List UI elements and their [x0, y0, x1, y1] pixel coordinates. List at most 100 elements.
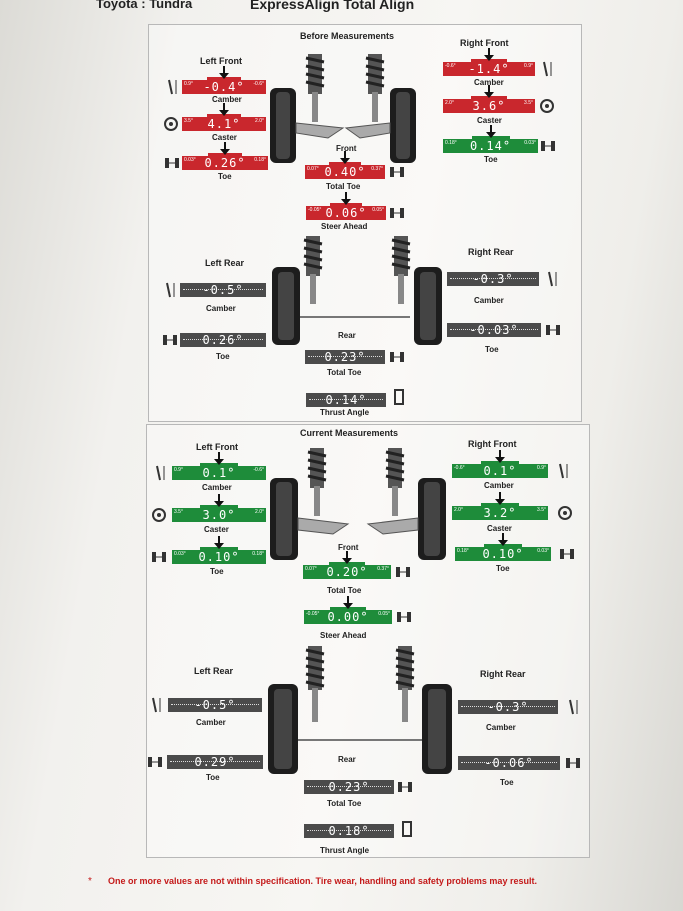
- before-steer-ahead-value: 0.06°: [325, 206, 367, 220]
- current-left-rear-label: Left Rear: [194, 666, 234, 676]
- caster-wheel-icon: [164, 117, 178, 131]
- current-left-front-label: Left Front: [196, 442, 238, 452]
- current-total-toe-gauge: 0.07°0.37° 0.20°: [303, 551, 391, 579]
- camber-wheel-icon: [548, 271, 557, 287]
- before-total-toe-value: 0.40°: [324, 165, 366, 179]
- arrow-down-icon: [214, 494, 224, 508]
- before-left-front-label: Left Front: [200, 56, 242, 66]
- before-rf-caster-value: 3.6°: [472, 99, 506, 113]
- arrow-down-icon: [340, 151, 350, 165]
- camber-wheel-icon: [543, 61, 552, 77]
- before-rf-toe-value: 0.14°: [469, 139, 512, 153]
- current-right-rear-label: Right Rear: [480, 669, 526, 679]
- current-lr-camber-gauge: -0.5°: [168, 698, 262, 712]
- current-thrust-angle-label: Thrust Angle: [320, 846, 370, 855]
- current-rr-camber-gauge: -0.3°: [458, 700, 558, 714]
- before-lf-camber-gauge: 0.9°-0.6° -0.4°: [182, 66, 266, 94]
- before-rf-toe-label: Toe: [484, 155, 498, 164]
- camber-wheel-icon: [168, 79, 177, 95]
- arrow-down-icon: [484, 85, 494, 99]
- caster-wheel-icon: [540, 99, 554, 113]
- before-steer-ahead-gauge: -0.05°0.05° 0.06°: [306, 192, 386, 220]
- current-rear-label: Rear: [338, 755, 356, 764]
- arrow-down-icon: [498, 533, 508, 547]
- current-front-label: Front: [338, 543, 359, 552]
- current-title: Current Measurements: [300, 428, 399, 438]
- current-rf-camber-label: Camber: [484, 481, 514, 490]
- current-front-suspension-illustration: [270, 448, 446, 560]
- current-rr-toe-value: -0.06°: [484, 756, 534, 770]
- before-lr-toe-gauge: 0.26°: [180, 333, 266, 347]
- toe-wheel-icon: [163, 335, 177, 345]
- camber-wheel-icon: [559, 463, 568, 479]
- current-lr-camber-label: Camber: [196, 718, 226, 727]
- current-lf-caster-gauge: 3.5°2.0° 3.0°: [172, 494, 266, 522]
- arrow-down-icon: [214, 452, 224, 466]
- before-rear-total-toe-gauge: 0.23°: [305, 350, 385, 364]
- current-right-front-label: Right Front: [468, 439, 517, 449]
- current-lf-toe-gauge: 0.03°0.18° 0.10°: [172, 536, 266, 564]
- before-lr-camber-label: Camber: [206, 304, 236, 313]
- before-rear-total-toe-value: 0.23°: [324, 350, 366, 364]
- current-rf-camber-value: 0.1°: [483, 464, 517, 478]
- before-lf-camber-value: -0.4°: [203, 80, 245, 94]
- warning-text: One or more values are not within specif…: [108, 876, 537, 886]
- current-rr-toe-gauge: -0.06°: [458, 756, 560, 770]
- steer-ahead-icon: [390, 208, 404, 218]
- current-total-toe-label: Total Toe: [327, 586, 362, 595]
- total-toe-icon: [390, 167, 404, 177]
- before-front-label: Front: [336, 144, 357, 153]
- toe-wheel-icon: [152, 552, 166, 562]
- before-rr-camber-label: Camber: [474, 296, 504, 305]
- camber-wheel-icon: [569, 699, 578, 715]
- current-thrust-angle-value: 0.18°: [328, 824, 370, 838]
- before-rr-toe-value: -0.03°: [469, 323, 519, 337]
- arrow-down-icon: [495, 492, 505, 506]
- before-lf-caster-value: 4.1°: [207, 117, 241, 131]
- current-rr-camber-label: Camber: [486, 723, 516, 732]
- total-toe-icon: [396, 567, 410, 577]
- before-rr-camber-gauge: -0.3°: [447, 272, 539, 286]
- before-lr-toe-value: 0.26°: [202, 333, 244, 347]
- before-title: Before Measurements: [300, 31, 395, 41]
- current-lf-toe-value: 0.10°: [198, 550, 240, 564]
- before-front-suspension-illustration: [270, 54, 416, 163]
- before-total-toe-label: Total Toe: [326, 182, 361, 191]
- before-rear-total-toe-label: Total Toe: [327, 368, 362, 377]
- toe-wheel-icon: [165, 158, 179, 168]
- current-steer-ahead-label: Steer Ahead: [320, 631, 367, 640]
- before-thrust-angle-value: 0.14°: [325, 393, 367, 407]
- current-rear-total-toe-gauge: 0.23°: [304, 780, 394, 794]
- before-rf-camber-value: -1.4°: [468, 62, 510, 76]
- before-lr-camber-gauge: -0.5°: [180, 283, 266, 297]
- current-rf-caster-label: Caster: [487, 524, 512, 533]
- arrow-down-icon: [495, 450, 505, 464]
- before-rr-toe-label: Toe: [485, 345, 499, 354]
- before-rear-suspension-illustration: [272, 236, 442, 345]
- rear-total-toe-icon: [390, 352, 404, 362]
- current-rf-camber-gauge: -0.6°0.9° 0.1°: [452, 450, 548, 478]
- toe-wheel-icon: [541, 141, 555, 151]
- vehicle-title: Toyota : Tundra: [96, 0, 193, 11]
- current-lr-toe-label: Toe: [206, 773, 220, 782]
- current-rf-toe-label: Toe: [496, 564, 510, 573]
- toe-wheel-icon: [566, 758, 580, 768]
- before-lf-toe-label: Toe: [218, 172, 232, 181]
- toe-wheel-icon: [560, 549, 574, 559]
- current-rf-toe-gauge: 0.18°0.03° 0.10°: [455, 533, 551, 561]
- current-lf-camber-label: Camber: [202, 483, 232, 492]
- rear-total-toe-icon: [398, 782, 412, 792]
- arrow-down-icon: [485, 125, 496, 139]
- current-lr-camber-value: -0.5°: [194, 698, 236, 712]
- current-lr-toe-value: 0.29°: [194, 755, 236, 769]
- before-steer-ahead-label: Steer Ahead: [321, 222, 368, 231]
- current-rf-toe-value: 0.10°: [482, 547, 524, 561]
- current-steer-ahead-gauge: -0.05°0.05° 0.00°: [304, 596, 392, 624]
- arrow-down-icon: [214, 536, 224, 550]
- current-lf-caster-value: 3.0°: [202, 508, 236, 522]
- current-lf-caster-label: Caster: [204, 525, 229, 534]
- before-lr-toe-label: Toe: [216, 352, 230, 361]
- current-rr-toe-label: Toe: [500, 778, 514, 787]
- report-title: ExpressAlign Total Align: [250, 0, 415, 12]
- toe-wheel-icon: [148, 757, 162, 767]
